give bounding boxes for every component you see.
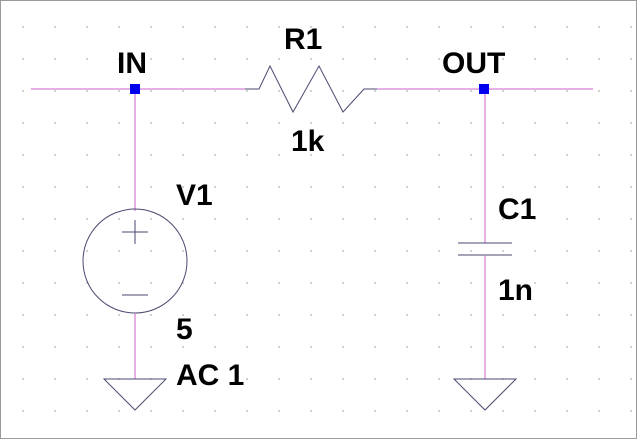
ground-symbol-c1[interactable] xyxy=(452,378,518,411)
v1-ac-label[interactable]: AC 1 xyxy=(176,359,245,392)
r1-name-label[interactable]: R1 xyxy=(284,23,323,56)
r1-value-label[interactable]: 1k xyxy=(291,125,325,158)
junction-out[interactable] xyxy=(479,84,489,94)
net-label-out[interactable]: OUT xyxy=(442,47,506,80)
c1-value-label[interactable]: 1n xyxy=(498,274,534,307)
ground-symbol-v1[interactable] xyxy=(102,378,168,411)
r1-resistor[interactable] xyxy=(245,64,377,114)
junction-in[interactable] xyxy=(130,84,140,94)
net-label-in[interactable]: IN xyxy=(117,47,147,80)
c1-name-label[interactable]: C1 xyxy=(498,193,537,226)
v1-name-label[interactable]: V1 xyxy=(176,179,213,212)
v1-value-label[interactable]: 5 xyxy=(176,313,193,346)
